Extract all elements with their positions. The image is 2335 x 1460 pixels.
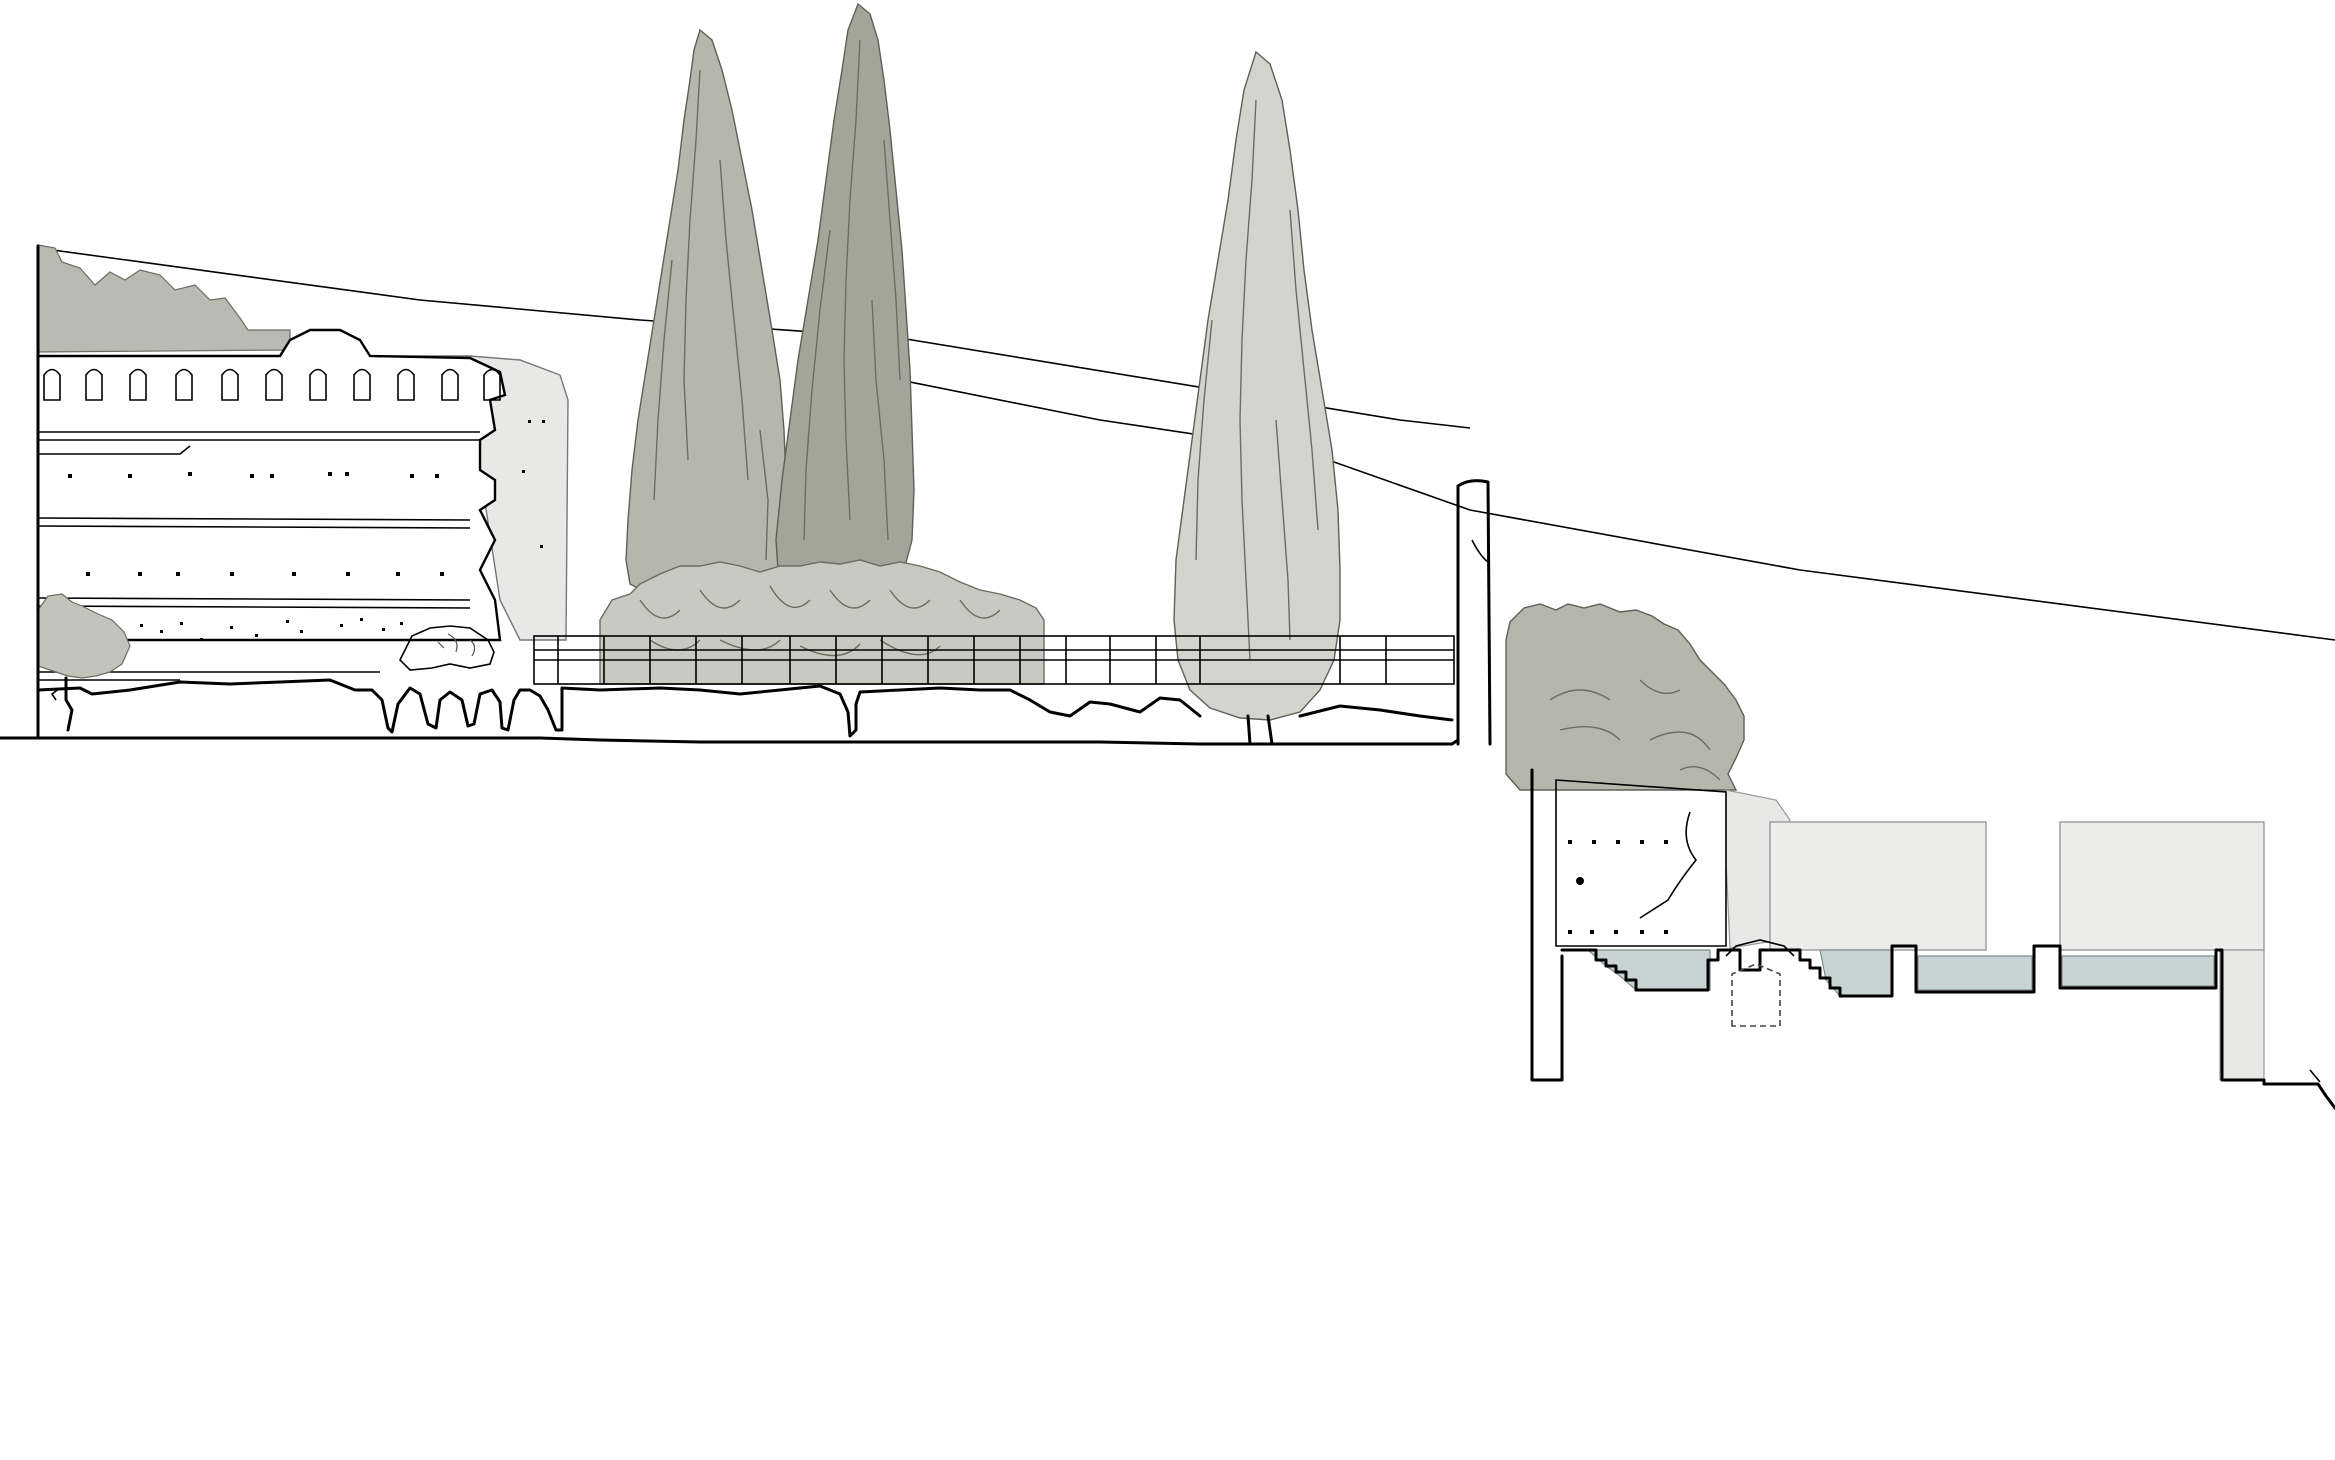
hidden-chamber xyxy=(1731,963,1781,1027)
wall-bands xyxy=(37,431,480,609)
putlog-holes xyxy=(68,420,545,641)
central-pier xyxy=(1456,479,1492,746)
wall-holes xyxy=(1568,840,1668,934)
back-vegetation xyxy=(37,244,291,353)
cypress-tree-3 xyxy=(1173,50,1341,746)
right-vegetation xyxy=(1505,603,1745,791)
water-pool-right-2 xyxy=(2061,955,2215,987)
ground-terrace xyxy=(0,244,1460,746)
water-pool-left xyxy=(1586,949,1711,991)
ruin-base-piers xyxy=(36,678,564,734)
room-block-2 xyxy=(2059,821,2265,951)
cypress-tree-2 xyxy=(775,2,915,589)
room-block-1 xyxy=(1769,821,1987,951)
water-pool-right-1 xyxy=(1917,955,2033,991)
right-court xyxy=(1530,768,2335,1110)
ruin-building xyxy=(36,244,569,734)
cypress-tree-1 xyxy=(625,28,787,605)
cypress-trunk xyxy=(1246,714,1274,746)
ruin-mound xyxy=(399,625,495,671)
ruin-arcade-top xyxy=(36,328,507,642)
olive-shrub-left xyxy=(37,593,131,732)
railing xyxy=(533,635,1455,685)
shrub-mass xyxy=(599,559,1045,685)
arch-windows xyxy=(43,368,501,401)
